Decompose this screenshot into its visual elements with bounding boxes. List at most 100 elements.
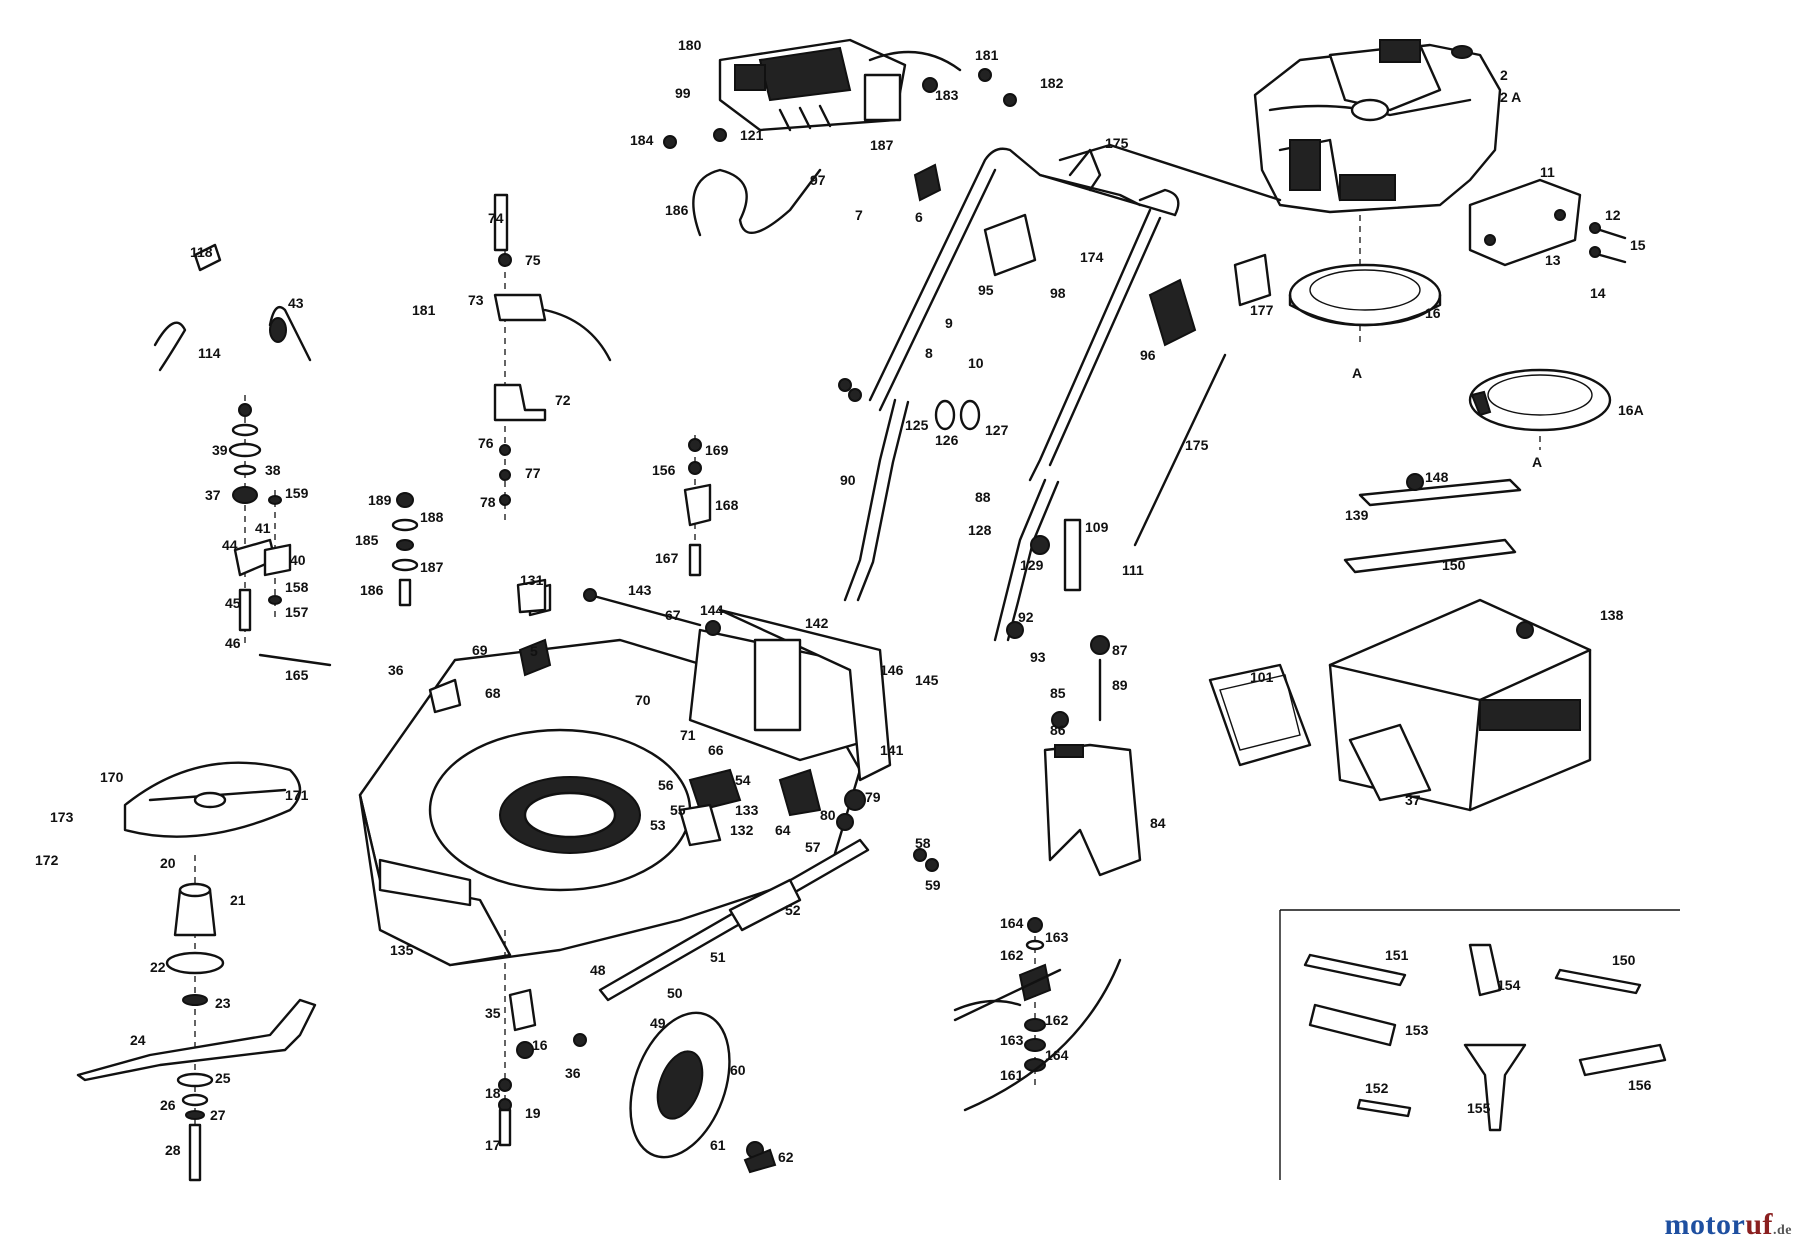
- callout: 36: [565, 1065, 581, 1081]
- callout: 121: [740, 127, 764, 143]
- callout: 73: [468, 292, 484, 308]
- callout: 88: [975, 489, 991, 505]
- callout: 98: [1050, 285, 1066, 301]
- callout: 54: [735, 772, 751, 788]
- callout: 6: [915, 209, 923, 225]
- callout: 48: [590, 962, 606, 978]
- callout: 154: [1497, 977, 1521, 993]
- callout: 150: [1612, 952, 1636, 968]
- callout: 71: [680, 727, 696, 743]
- callout: 52: [785, 902, 801, 918]
- callout: 56: [658, 777, 674, 793]
- callout: 26: [160, 1097, 176, 1113]
- callout: 68: [485, 685, 501, 701]
- callout: 170: [100, 769, 124, 785]
- callout: 187: [420, 559, 444, 575]
- height-adjust-stack: [953, 917, 1122, 1112]
- throttle-cable: [692, 168, 822, 237]
- callout: 186: [665, 202, 689, 218]
- callout: 36: [388, 662, 404, 678]
- callout: 172: [35, 852, 59, 868]
- callout: 5: [530, 643, 538, 659]
- callout: 186: [360, 582, 384, 598]
- callout: 127: [985, 422, 1009, 438]
- grass-catcher: [1328, 598, 1592, 812]
- callout: 11: [1540, 164, 1555, 180]
- callout: 60: [730, 1062, 746, 1078]
- engine-deflector-ring: [1288, 263, 1442, 327]
- callout: 14: [1590, 285, 1606, 301]
- callout: 126: [935, 432, 959, 448]
- callout: 139: [1345, 507, 1369, 523]
- callout: 37: [1405, 792, 1421, 808]
- callout: 138: [1600, 607, 1624, 623]
- callout: 16: [1425, 305, 1441, 321]
- callout: 101: [1250, 669, 1274, 685]
- callout: 175: [1105, 135, 1129, 151]
- callout: 79: [865, 789, 881, 805]
- rear-flap: [688, 608, 892, 782]
- callout: 27: [210, 1107, 226, 1123]
- callout: 118: [190, 244, 213, 260]
- callout: 76: [478, 435, 494, 451]
- callout: 95: [978, 282, 994, 298]
- callout: 93: [1030, 649, 1046, 665]
- callout: 167: [655, 550, 679, 566]
- height-bracket: [1043, 635, 1142, 877]
- callout: 131: [520, 572, 544, 588]
- blade-adapter: [165, 882, 225, 1006]
- callout: 50: [667, 985, 683, 1001]
- callout: 46: [225, 635, 241, 651]
- callout: 183: [935, 87, 959, 103]
- tools-panel: [1279, 909, 1680, 1180]
- callout: 16: [532, 1037, 548, 1053]
- rear-wheel: [629, 1011, 777, 1174]
- callout: 66: [708, 742, 724, 758]
- callout: 2 A: [1500, 89, 1521, 105]
- callout: 129: [1020, 557, 1044, 573]
- bowden-cable: [1133, 353, 1227, 547]
- callout: 187: [870, 137, 894, 153]
- callout: 164: [1045, 1047, 1069, 1063]
- callout: 189: [368, 492, 392, 508]
- callout: 125: [905, 417, 929, 433]
- callout: 72: [555, 392, 571, 408]
- callout: 45: [225, 595, 241, 611]
- callout: 135: [390, 942, 414, 958]
- callout: 156: [652, 462, 676, 478]
- callout: 156: [1628, 1077, 1652, 1093]
- callout: 153: [1405, 1022, 1429, 1038]
- callout: 141: [880, 742, 904, 758]
- callout: 145: [915, 672, 939, 688]
- callout: 175: [1185, 437, 1209, 453]
- watermark-tld: .de: [1773, 1223, 1792, 1238]
- callout: 37: [205, 487, 221, 503]
- callout: A: [1532, 454, 1542, 470]
- callout: 151: [1385, 947, 1409, 963]
- callout: 25: [215, 1070, 231, 1086]
- callout: 162: [1045, 1012, 1069, 1028]
- rear-rod: [583, 588, 721, 636]
- callout: 89: [1112, 677, 1128, 693]
- callout: 8: [925, 345, 933, 361]
- callout: 111: [1122, 562, 1144, 578]
- callout: 132: [730, 822, 754, 838]
- callout: 177: [1250, 302, 1274, 318]
- lever-stack: [683, 438, 712, 577]
- callout: 143: [628, 582, 652, 598]
- callout: 181: [412, 302, 436, 318]
- callout: 92: [1018, 609, 1034, 625]
- callout: 87: [1112, 642, 1128, 658]
- callout: 43: [288, 295, 304, 311]
- front-wheel-parts: [498, 988, 587, 1147]
- callout: 59: [925, 877, 941, 893]
- callout: 2: [1500, 67, 1508, 83]
- callout: 99: [675, 85, 691, 101]
- callout: 39: [212, 442, 228, 458]
- callout: 40: [290, 552, 306, 568]
- callout: 41: [255, 520, 271, 536]
- callout: 35: [485, 1005, 501, 1021]
- handle-upper: [868, 143, 1282, 482]
- callout-labels: 2 2 A 11 12 13 14 15 16 16A A A 139 148 …: [35, 37, 1652, 1165]
